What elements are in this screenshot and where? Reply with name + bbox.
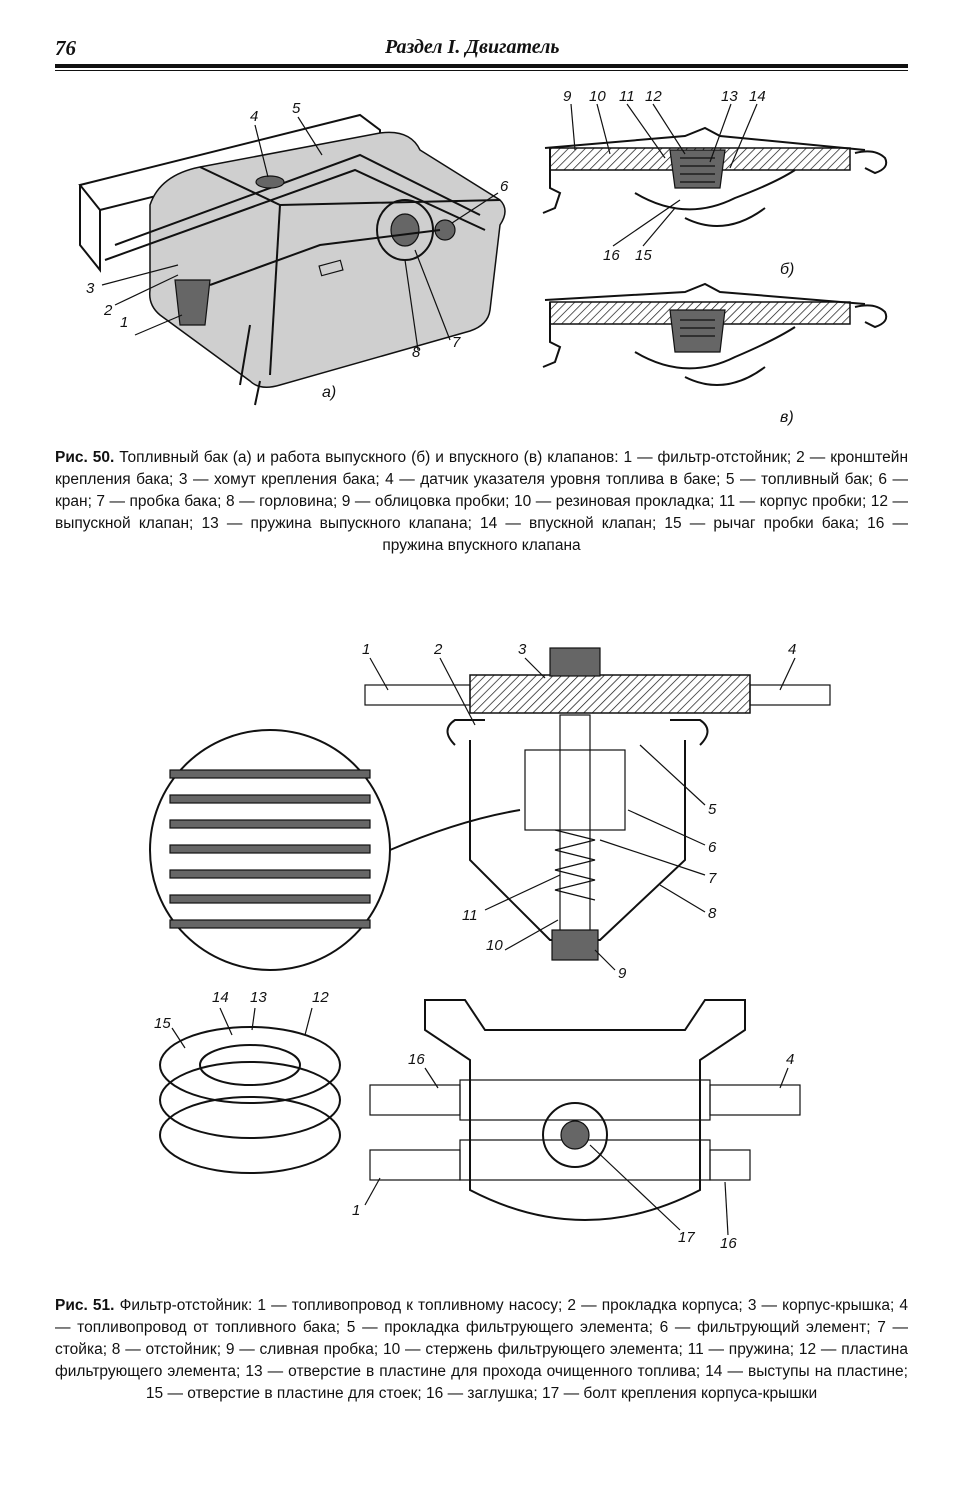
fig50a-label-6: 6 [500,178,509,195]
fig50b-label-10: 10 [589,88,606,105]
header-rule-thick [55,64,908,68]
figure-50a-fuel-tank: 1 2 3 4 5 6 7 8 а) [60,95,520,415]
fig51-label-16a: 16 [408,1051,425,1068]
fig50b-label-13: 13 [721,88,738,105]
figure-51-caption-lead: Рис. 51. [55,1297,115,1314]
fig51-label-1a: 1 [362,641,370,658]
page-header: 76 Раздел I. Двигатель [55,36,908,62]
fig50-sub-b: б) [780,261,794,278]
fig50b-label-11: 11 [619,88,635,105]
fig50b-label-16: 16 [603,247,620,264]
fig51-label-13: 13 [250,989,267,1006]
figure-51-filter: 1 2 3 4 5 6 7 8 9 10 11 12 13 14 15 [140,630,840,1270]
fig51-label-12: 12 [312,989,329,1006]
fig51-label-4b: 4 [786,1051,794,1068]
fig50b-label-9: 9 [563,88,572,105]
fig51-label-1b: 1 [352,1202,360,1219]
fig51-label-8: 8 [708,905,717,922]
fig51-label-15: 15 [154,1015,171,1032]
figure-51-caption-text: Фильтр-отстойник: 1 — топливопровод к то… [55,1297,908,1402]
fig51-label-16b: 16 [720,1235,737,1252]
fig51-label-5: 5 [708,801,717,818]
fig51-label-7: 7 [708,870,717,887]
fig50a-label-7: 7 [452,334,461,351]
fig50-sub-a: а) [322,384,336,401]
fig50b-label-14: 14 [749,88,766,105]
running-title: Раздел I. Двигатель [385,36,560,58]
fig51-label-2: 2 [433,641,443,658]
fig51-label-6: 6 [708,839,717,856]
figure-51-caption: Рис. 51. Фильтр-отстойник: 1 — топливопр… [55,1295,908,1405]
figure-50-caption-text: Топливный бак (а) и работа выпускного (б… [55,449,908,554]
fig51-label-11: 11 [462,907,478,924]
fig50a-label-2: 2 [103,302,113,319]
fig51-label-17: 17 [678,1229,695,1246]
fig50b-label-12: 12 [645,88,662,105]
fig51-label-4a: 4 [788,641,796,658]
header-rule-thin [55,70,908,71]
figure-50v-inlet-valve: в) [535,282,915,427]
fig51-label-9: 9 [618,965,627,982]
fig50a-label-1: 1 [120,314,128,331]
fig51-label-14: 14 [212,989,229,1006]
fig50a-label-5: 5 [292,100,301,117]
fig50a-label-4: 4 [250,108,258,125]
fig50a-label-3: 3 [86,280,95,297]
fig51-label-10: 10 [486,937,503,954]
figure-50-caption: Рис. 50. Топливный бак (а) и работа выпу… [55,447,908,557]
figure-50-caption-lead: Рис. 50. [55,449,115,466]
fig50-sub-v: в) [780,409,794,426]
fig50a-label-8: 8 [412,344,421,361]
page-number: 76 [55,36,76,60]
figure-50b-outlet-valve: 9 10 11 12 13 14 15 16 б) [535,88,915,278]
fig51-label-3: 3 [518,641,527,658]
fig50b-label-15: 15 [635,247,652,264]
